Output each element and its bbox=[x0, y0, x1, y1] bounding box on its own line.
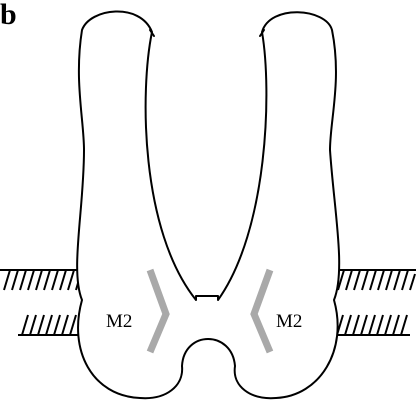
panel-letter: b bbox=[0, 0, 17, 31]
membrane-lower-right bbox=[333, 315, 410, 335]
membrane-upper-right bbox=[336, 270, 416, 290]
membrane-upper-left bbox=[0, 270, 80, 290]
membrane-lower-left bbox=[18, 315, 82, 335]
m2-label-left: M2 bbox=[106, 311, 132, 332]
m2-label-right: M2 bbox=[276, 311, 302, 332]
